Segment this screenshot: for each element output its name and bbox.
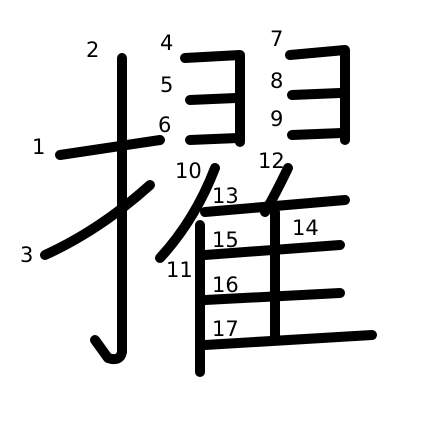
stroke-number-3: 3 — [20, 243, 33, 267]
stroke-number-4: 4 — [160, 31, 173, 55]
stroke-number-7: 7 — [270, 27, 283, 51]
stroke-number-11: 11 — [166, 258, 193, 282]
stroke-15 — [200, 240, 345, 260]
stroke-4 — [180, 50, 245, 147]
stroke-16 — [200, 288, 345, 305]
stroke-number-10: 10 — [175, 159, 202, 183]
stroke-number-15: 15 — [212, 228, 239, 252]
stroke-1 — [55, 135, 165, 160]
strokes — [40, 45, 377, 377]
stroke-number-17: 17 — [212, 317, 239, 341]
stroke-number-6: 6 — [158, 113, 171, 137]
stroke-number-1: 1 — [32, 135, 45, 159]
stroke-number-5: 5 — [160, 73, 173, 97]
stroke-5 — [185, 93, 241, 105]
stroke-number-12: 12 — [258, 149, 285, 173]
stroke-8 — [287, 88, 345, 100]
stroke-17 — [200, 330, 377, 350]
stroke-6 — [185, 133, 243, 145]
stroke-3 — [40, 180, 155, 260]
stroke-number-16: 16 — [212, 273, 239, 297]
stroke-9 — [287, 128, 347, 140]
stroke-number-13: 13 — [212, 184, 239, 208]
stroke-7 — [285, 45, 350, 145]
stroke-number-14: 14 — [292, 216, 319, 240]
stroke-2 — [90, 53, 127, 365]
stroke-number-9: 9 — [270, 107, 283, 131]
stroke-number-2: 2 — [86, 38, 99, 62]
stroke-number-8: 8 — [270, 69, 283, 93]
stroke-number-labels: 1 2 3 4 5 6 7 8 9 10 11 12 13 14 15 16 1… — [20, 27, 319, 341]
stroke-13 — [200, 195, 350, 217]
stroke-10 — [155, 163, 220, 263]
